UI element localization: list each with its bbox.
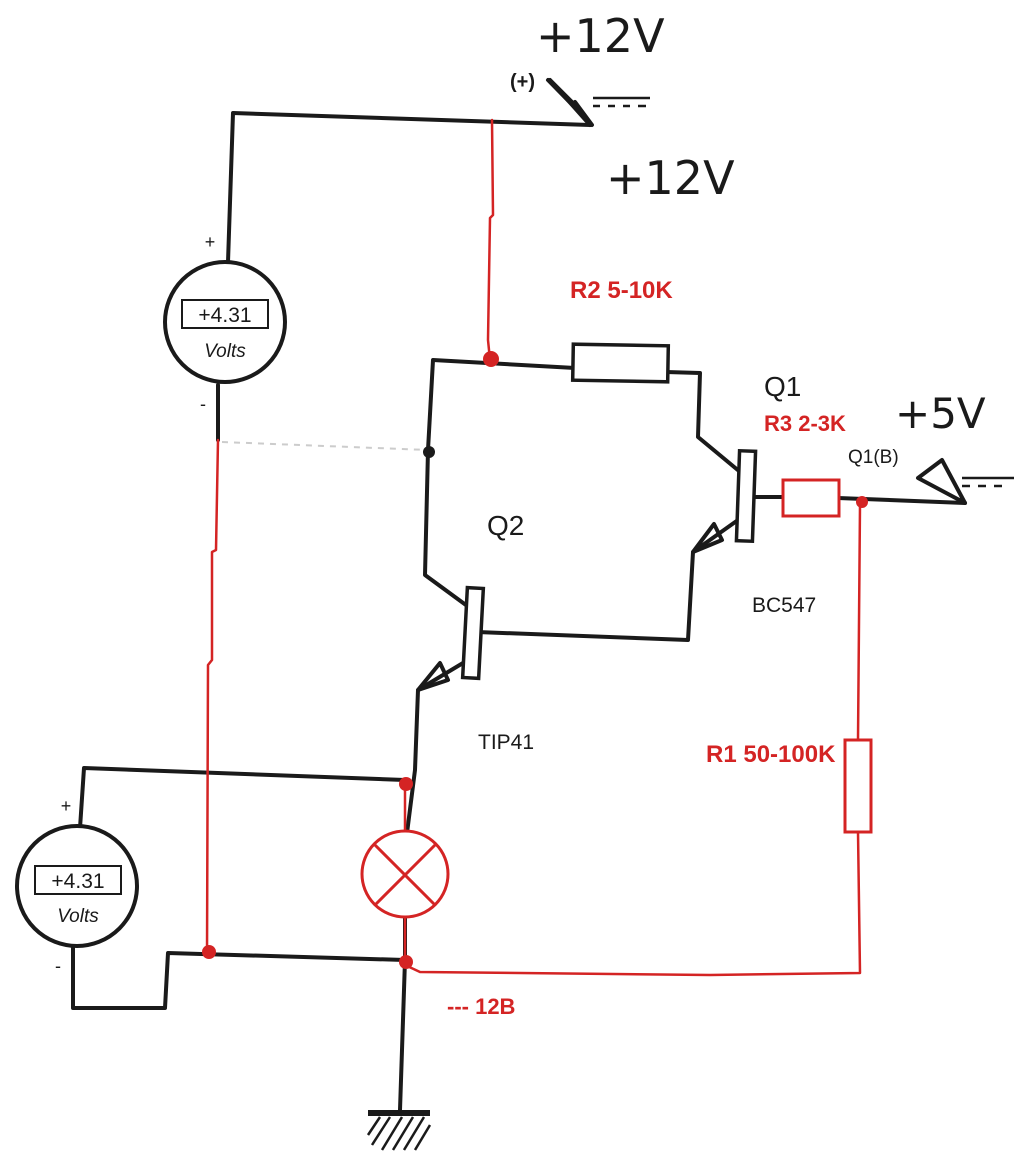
r1-resistor xyxy=(843,738,873,834)
meter2-top-wire xyxy=(78,766,407,830)
meter2-bottom-wire xyxy=(71,946,407,1010)
handwritten-12v-mid: +12V xyxy=(606,151,735,205)
voltmeter-2-value: +4.31 xyxy=(51,870,104,893)
red-wire-meter1-down xyxy=(205,438,220,957)
handwritten-12v-top: +12V xyxy=(536,9,665,63)
q1-emitter-arrow xyxy=(691,522,724,554)
q2-emitter-wire xyxy=(405,661,465,835)
q1-emitter-wire xyxy=(475,518,740,642)
dc-symbol-top xyxy=(593,96,650,108)
voltmeter-1-minus: - xyxy=(200,394,206,414)
label-r3: R3 2-3K xyxy=(764,411,846,436)
q2-collector-wire xyxy=(423,448,472,610)
voltmeter-2-display xyxy=(34,865,122,895)
r3-resistor xyxy=(781,478,841,518)
q2-base-bar xyxy=(460,585,486,681)
label-q1: Q1 xyxy=(764,371,801,402)
label-tip41: TIP41 xyxy=(478,731,534,754)
voltmeter-2-minus: - xyxy=(55,956,61,976)
voltmeter-1-plus: + xyxy=(205,232,216,252)
handwritten-5v: +5V xyxy=(895,389,986,438)
label-q1-base: Q1(B) xyxy=(848,447,899,468)
q2-emitter-arrow xyxy=(416,661,450,692)
voltmeter-1-display xyxy=(181,299,269,329)
r2-left-wire xyxy=(426,358,577,452)
voltmeter-1-value: +4.31 xyxy=(198,304,251,327)
input-terminal-flag xyxy=(916,458,967,505)
junction-node xyxy=(423,446,435,458)
lamp-filament xyxy=(373,843,437,907)
dotted-link xyxy=(221,441,429,451)
top-supply-wire xyxy=(226,111,592,264)
label-plus-terminal: (+) xyxy=(510,71,535,93)
plus12v-terminal-flag xyxy=(546,78,594,127)
voltmeter-2: +4.31 Volts + - xyxy=(15,796,139,976)
voltmeter-2-plus: + xyxy=(61,796,72,816)
red-wire-r1-up xyxy=(856,503,862,742)
label-r1: R1 50-100K xyxy=(706,741,836,768)
dc-symbol-input xyxy=(962,476,1014,488)
label-r2: R2 5-10K xyxy=(570,277,673,304)
voltmeter-1-unit: Volts xyxy=(204,341,246,362)
ground-hatching xyxy=(366,1116,432,1151)
red-solder-dots xyxy=(202,351,868,969)
r2-right-wire xyxy=(664,370,747,478)
label-ground-note: --- 12B xyxy=(447,994,515,1019)
voltmeter-2-unit: Volts xyxy=(57,906,99,927)
r2-resistor xyxy=(570,342,671,384)
voltmeter-1: +4.31 Volts + - xyxy=(163,232,287,414)
label-bc547: BC547 xyxy=(752,594,816,617)
label-q2: Q2 xyxy=(487,510,524,541)
q1-base-bar xyxy=(734,448,758,544)
red-wire-bottom-return xyxy=(403,830,862,977)
red-wire-r2-supply xyxy=(486,118,495,362)
